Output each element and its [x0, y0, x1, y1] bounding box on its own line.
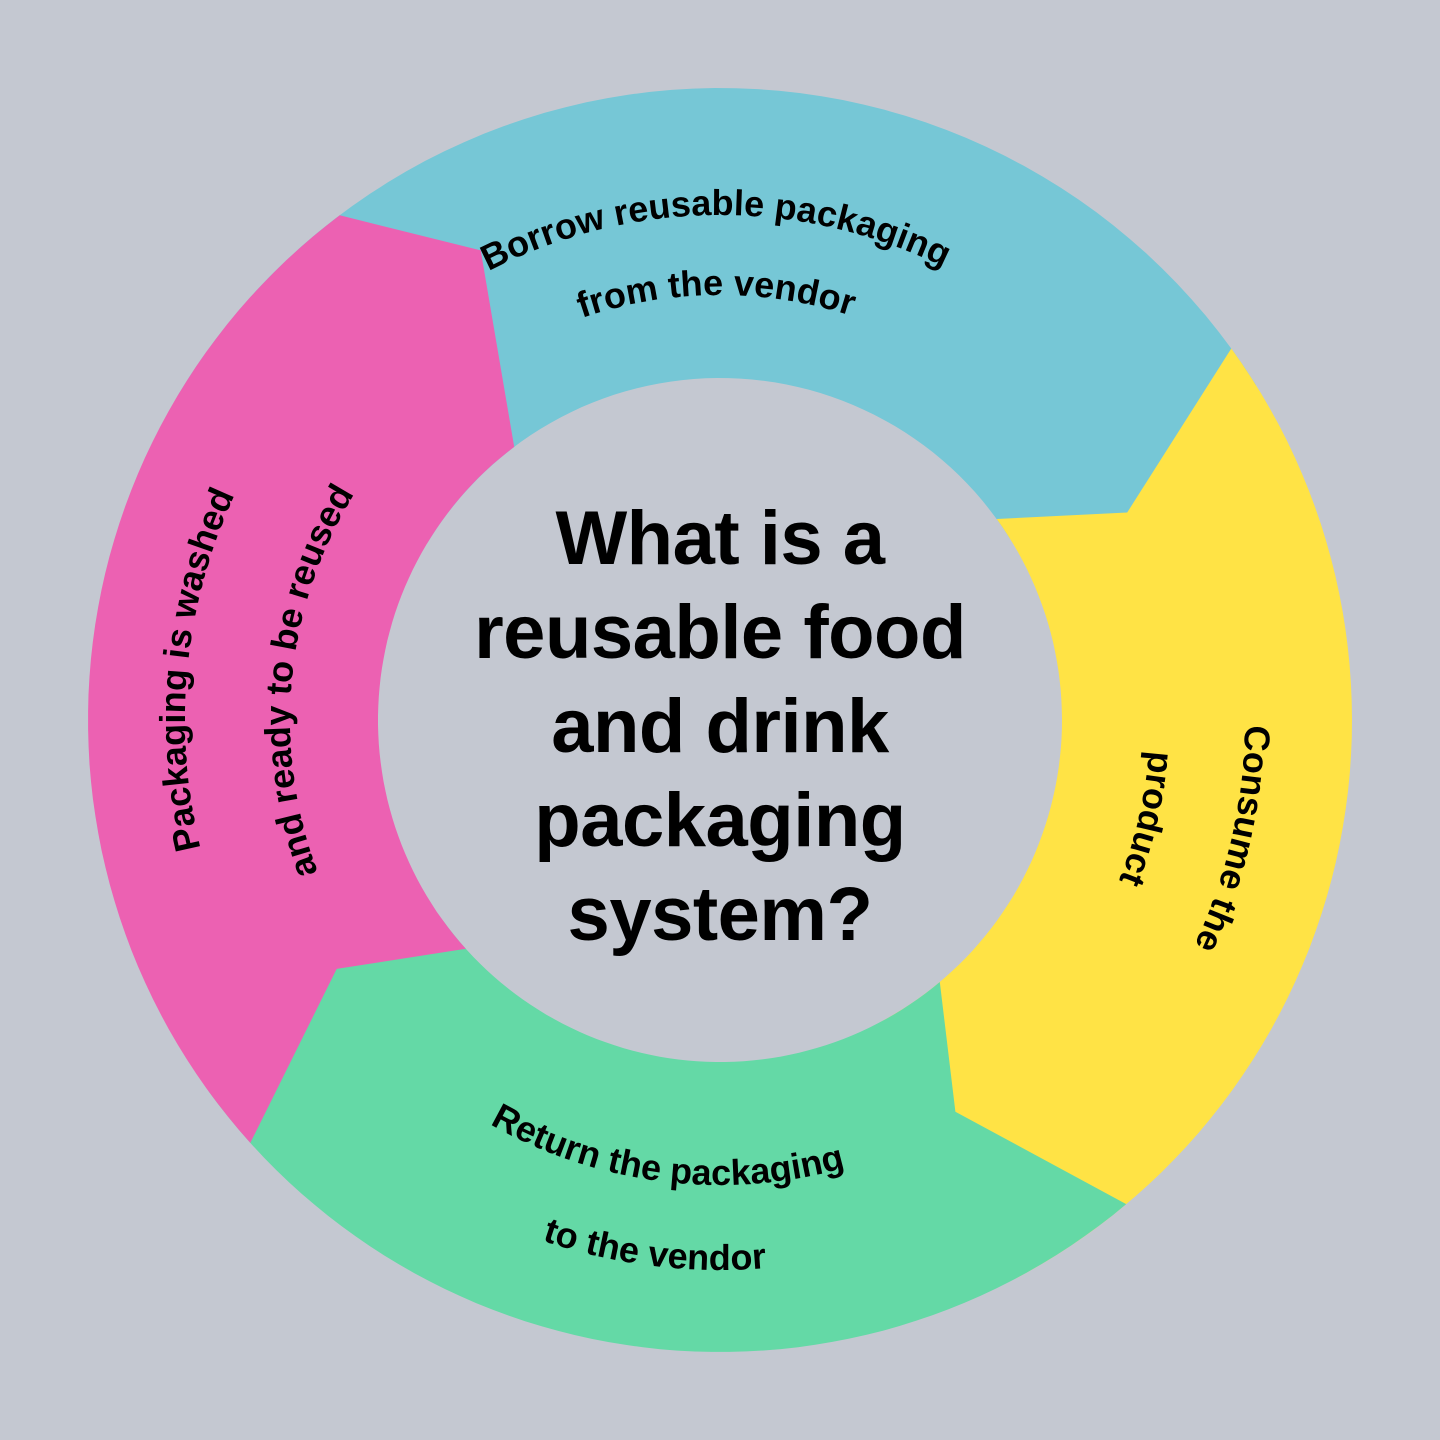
segment-wash — [88, 215, 515, 1143]
title-line: and drink — [551, 684, 889, 769]
title-line: packaging — [534, 778, 906, 863]
title-line: reusable food — [474, 590, 966, 675]
title-line: system? — [567, 872, 873, 957]
center-title: What is a reusable food and drink packag… — [420, 492, 1020, 962]
title-line: What is a — [555, 496, 885, 581]
segment-consume — [880, 348, 1352, 1278]
segment-return — [208, 921, 1127, 1352]
